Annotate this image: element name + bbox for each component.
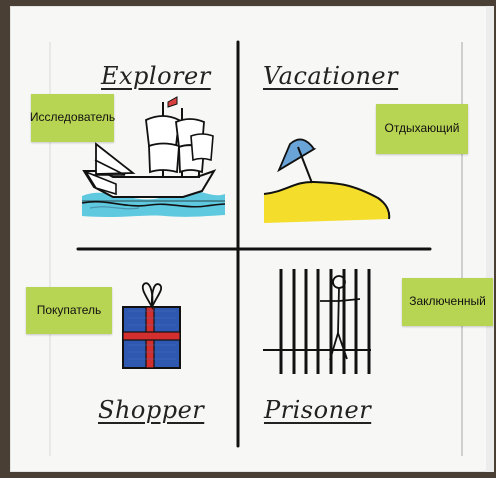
label-explorer: Explorer xyxy=(101,62,211,90)
right-margin-strip xyxy=(486,6,494,472)
sticky-note-vacationer: Отдыхающий xyxy=(376,104,468,154)
ship-icon xyxy=(81,96,226,217)
label-vacationer: Vacationer xyxy=(263,62,399,90)
sticky-note-prisoner-text: Заключенный xyxy=(409,294,486,309)
whiteboard-canvas xyxy=(10,6,494,472)
sticky-note-shopper: Покупатель xyxy=(26,287,112,334)
gift-box-icon xyxy=(122,282,181,369)
sticky-note-prisoner: Заключенный xyxy=(402,278,493,326)
sticky-note-explorer: Исследователь xyxy=(29,94,116,142)
prison-bars-icon xyxy=(263,269,371,374)
beach-umbrella-icon xyxy=(263,138,391,223)
sticky-note-shopper-text: Покупатель xyxy=(36,302,102,317)
sticky-note-explorer-text: Исследователь xyxy=(29,110,116,125)
label-shopper: Shopper xyxy=(98,396,205,424)
label-prisoner: Prisoner xyxy=(264,396,372,424)
sticky-note-vacationer-text: Отдыхающий xyxy=(384,121,460,136)
